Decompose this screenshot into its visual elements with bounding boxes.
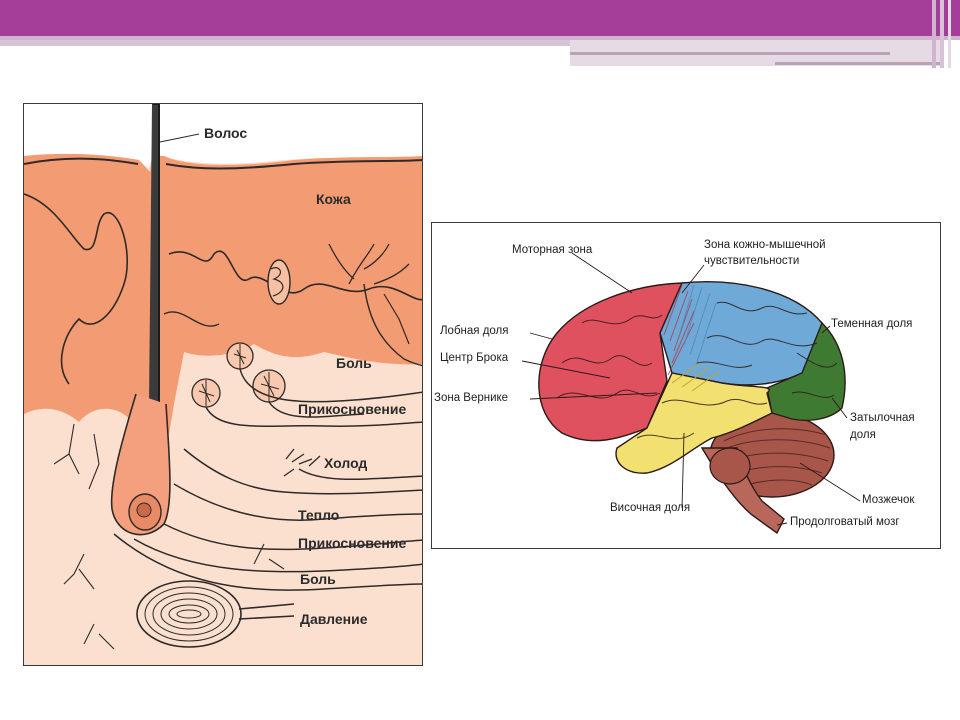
brain-illustration — [521, 252, 861, 535]
label-pain-1: Боль — [336, 355, 372, 371]
label-cerebellum: Мозжечок — [862, 494, 915, 506]
label-occipital-line1: Затылочная — [850, 412, 915, 424]
skin-illustration — [24, 104, 422, 665]
brain-regions-diagram: Моторная зона Зона кожно-мышечной чувств… — [431, 222, 941, 549]
label-heat: Тепло — [298, 507, 340, 523]
skin-receptors-diagram: Волос Кожа Боль Прикосновение Холод Тепл… — [23, 103, 423, 666]
label-pressure: Давление — [300, 611, 368, 627]
label-medulla: Продолговатый мозг — [790, 516, 900, 528]
label-motor-zone: Моторная зона — [512, 244, 593, 256]
label-occipital-line2: доля — [850, 429, 876, 441]
label-hair: Волос — [204, 125, 248, 141]
label-cold: Холод — [324, 455, 368, 471]
label-touch-1: Прикосновение — [298, 401, 407, 417]
label-somatosensory-line2: чувствительности — [704, 255, 800, 267]
label-wernicke-area: Зона Вернике — [434, 392, 509, 404]
label-skin: Кожа — [316, 191, 351, 207]
label-frontal-lobe: Лобная доля — [440, 325, 509, 337]
label-broca-area: Центр Брока — [440, 352, 509, 364]
slide-header-decoration — [0, 0, 960, 68]
label-pain-2: Боль — [300, 571, 336, 587]
label-parietal-lobe: Теменная доля — [831, 318, 913, 330]
label-somatosensory-line1: Зона кожно-мышечной — [704, 239, 826, 251]
label-temporal-lobe: Височная доля — [610, 502, 691, 514]
label-touch-2: Прикосновение — [298, 535, 407, 551]
